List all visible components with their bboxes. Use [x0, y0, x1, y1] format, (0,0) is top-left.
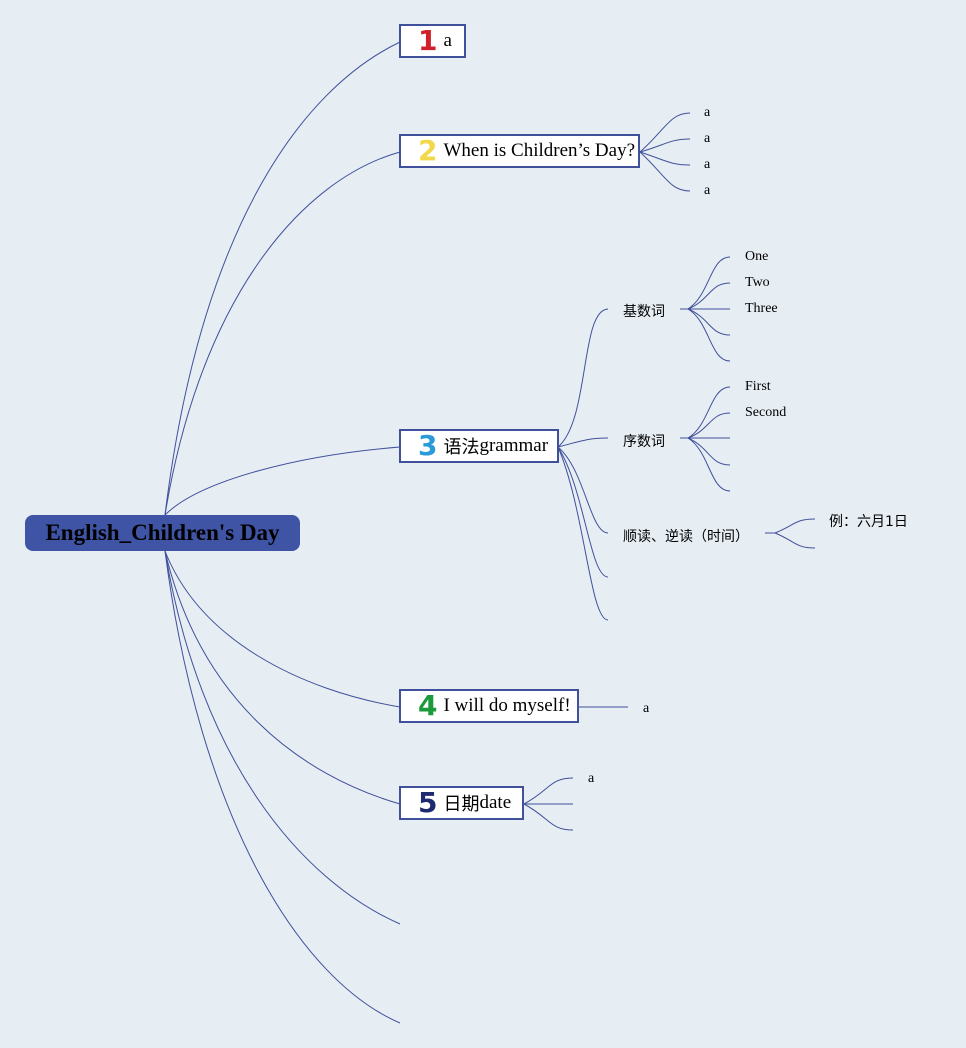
topic-5-child-1[interactable]: a — [588, 771, 595, 786]
topic-2-label: When is Children’s Day? — [443, 140, 636, 161]
topic-5[interactable]: 5 日期 date — [399, 786, 524, 820]
number-3-icon: 3 — [418, 429, 438, 462]
number-1-icon: 1 — [418, 24, 438, 57]
ordinal-second[interactable]: Second — [745, 405, 787, 420]
number-4-icon: 4 — [418, 689, 438, 722]
cardinal-one[interactable]: One — [745, 249, 769, 264]
reading-time-example[interactable]: 例：六月1日 — [829, 514, 908, 530]
topic-3-label-cjk: 语法 — [443, 437, 480, 458]
link-root-empty-2 — [164, 550, 401, 1024]
subtopic-cardinal-numbers[interactable]: 基数词 — [623, 304, 665, 320]
link-root-topic-4 — [164, 550, 401, 708]
number-2-icon: 2 — [418, 134, 438, 167]
central-topic-label: English_Children's Day — [45, 520, 280, 545]
ordinal-first[interactable]: First — [745, 379, 771, 394]
topic-4[interactable]: 4 I will do myself! — [399, 689, 579, 723]
topic-3-label: grammar — [479, 435, 549, 456]
link-root-topic-1 — [164, 41, 401, 516]
topic-2-child-1[interactable]: a — [704, 105, 711, 120]
topic-3[interactable]: 3 语法 grammar — [399, 429, 559, 463]
link-root-topic-2 — [164, 151, 401, 516]
central-topic[interactable]: English_Children's Day — [25, 515, 300, 551]
topic-4-child-1[interactable]: a — [643, 701, 650, 716]
topic-1-label: a — [443, 30, 452, 51]
topic-2[interactable]: 2 When is Children’s Day? — [399, 134, 640, 168]
link-root-empty-1 — [164, 550, 401, 925]
subtopic-reading-time[interactable]: 顺读、逆读（时间） — [623, 529, 749, 545]
subtopic-ordinal-numbers[interactable]: 序数词 — [623, 434, 665, 450]
link-root-topic-3 — [164, 446, 401, 516]
topic-2-child-4[interactable]: a — [704, 183, 711, 198]
topic-2-child-2[interactable]: a — [704, 131, 711, 146]
cardinal-two[interactable]: Two — [745, 275, 770, 290]
topic-2-child-3[interactable]: a — [704, 157, 711, 172]
topic-4-label: I will do myself! — [443, 695, 571, 716]
cardinal-three[interactable]: Three — [745, 301, 778, 316]
topic-5-label: date — [479, 792, 512, 813]
topic-1[interactable]: 1 a — [399, 24, 466, 58]
link-root-topic-5 — [164, 550, 401, 805]
number-5-icon: 5 — [418, 786, 438, 819]
topic-5-label-cjk: 日期 — [443, 794, 480, 815]
